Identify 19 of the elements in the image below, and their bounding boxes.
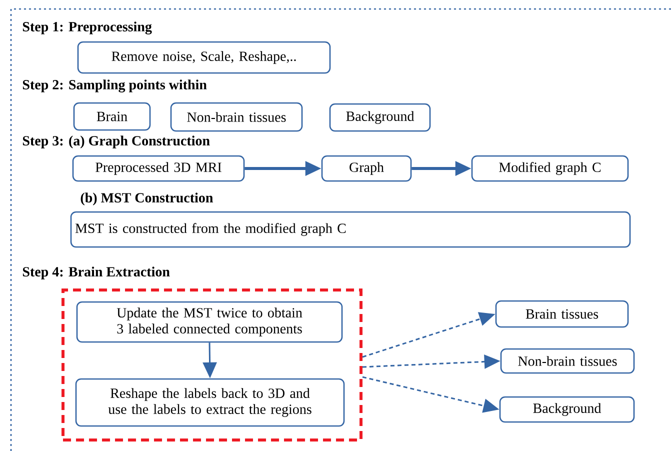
- process-box: Preprocessed 3D MRI: [72, 155, 245, 182]
- process-box: Remove noise, Scale, Reshape,..: [77, 41, 331, 74]
- process-box: Reshape the labels back to 3D and use the labels to extract the regions: [75, 378, 345, 427]
- step-heading: Step 3: (a) Graph Construction: [22, 136, 210, 148]
- process-box: Brain: [73, 102, 151, 131]
- process-box: Graph: [321, 155, 412, 182]
- step-heading: Step 4: Brain Extraction: [22, 266, 170, 280]
- step-heading: Step 1: Preprocessing: [22, 22, 152, 34]
- process-box: Brain tissues: [495, 300, 629, 328]
- step-heading: (b) MST Construction: [80, 192, 213, 206]
- process-box: Update the MST twice to obtain 3 labeled connected components: [76, 301, 343, 343]
- process-box: Background: [329, 103, 431, 132]
- process-box: Non-brain tissues: [170, 102, 303, 132]
- process-box: MST is constructed from the modified graph C: [70, 211, 631, 248]
- group-box: [62, 288, 362, 442]
- process-box: Modified graph C: [471, 155, 629, 182]
- process-box: Non-brain tissues: [500, 348, 635, 374]
- step-heading: Step 2: Sampling points within: [22, 80, 207, 92]
- process-box: Background: [499, 396, 635, 423]
